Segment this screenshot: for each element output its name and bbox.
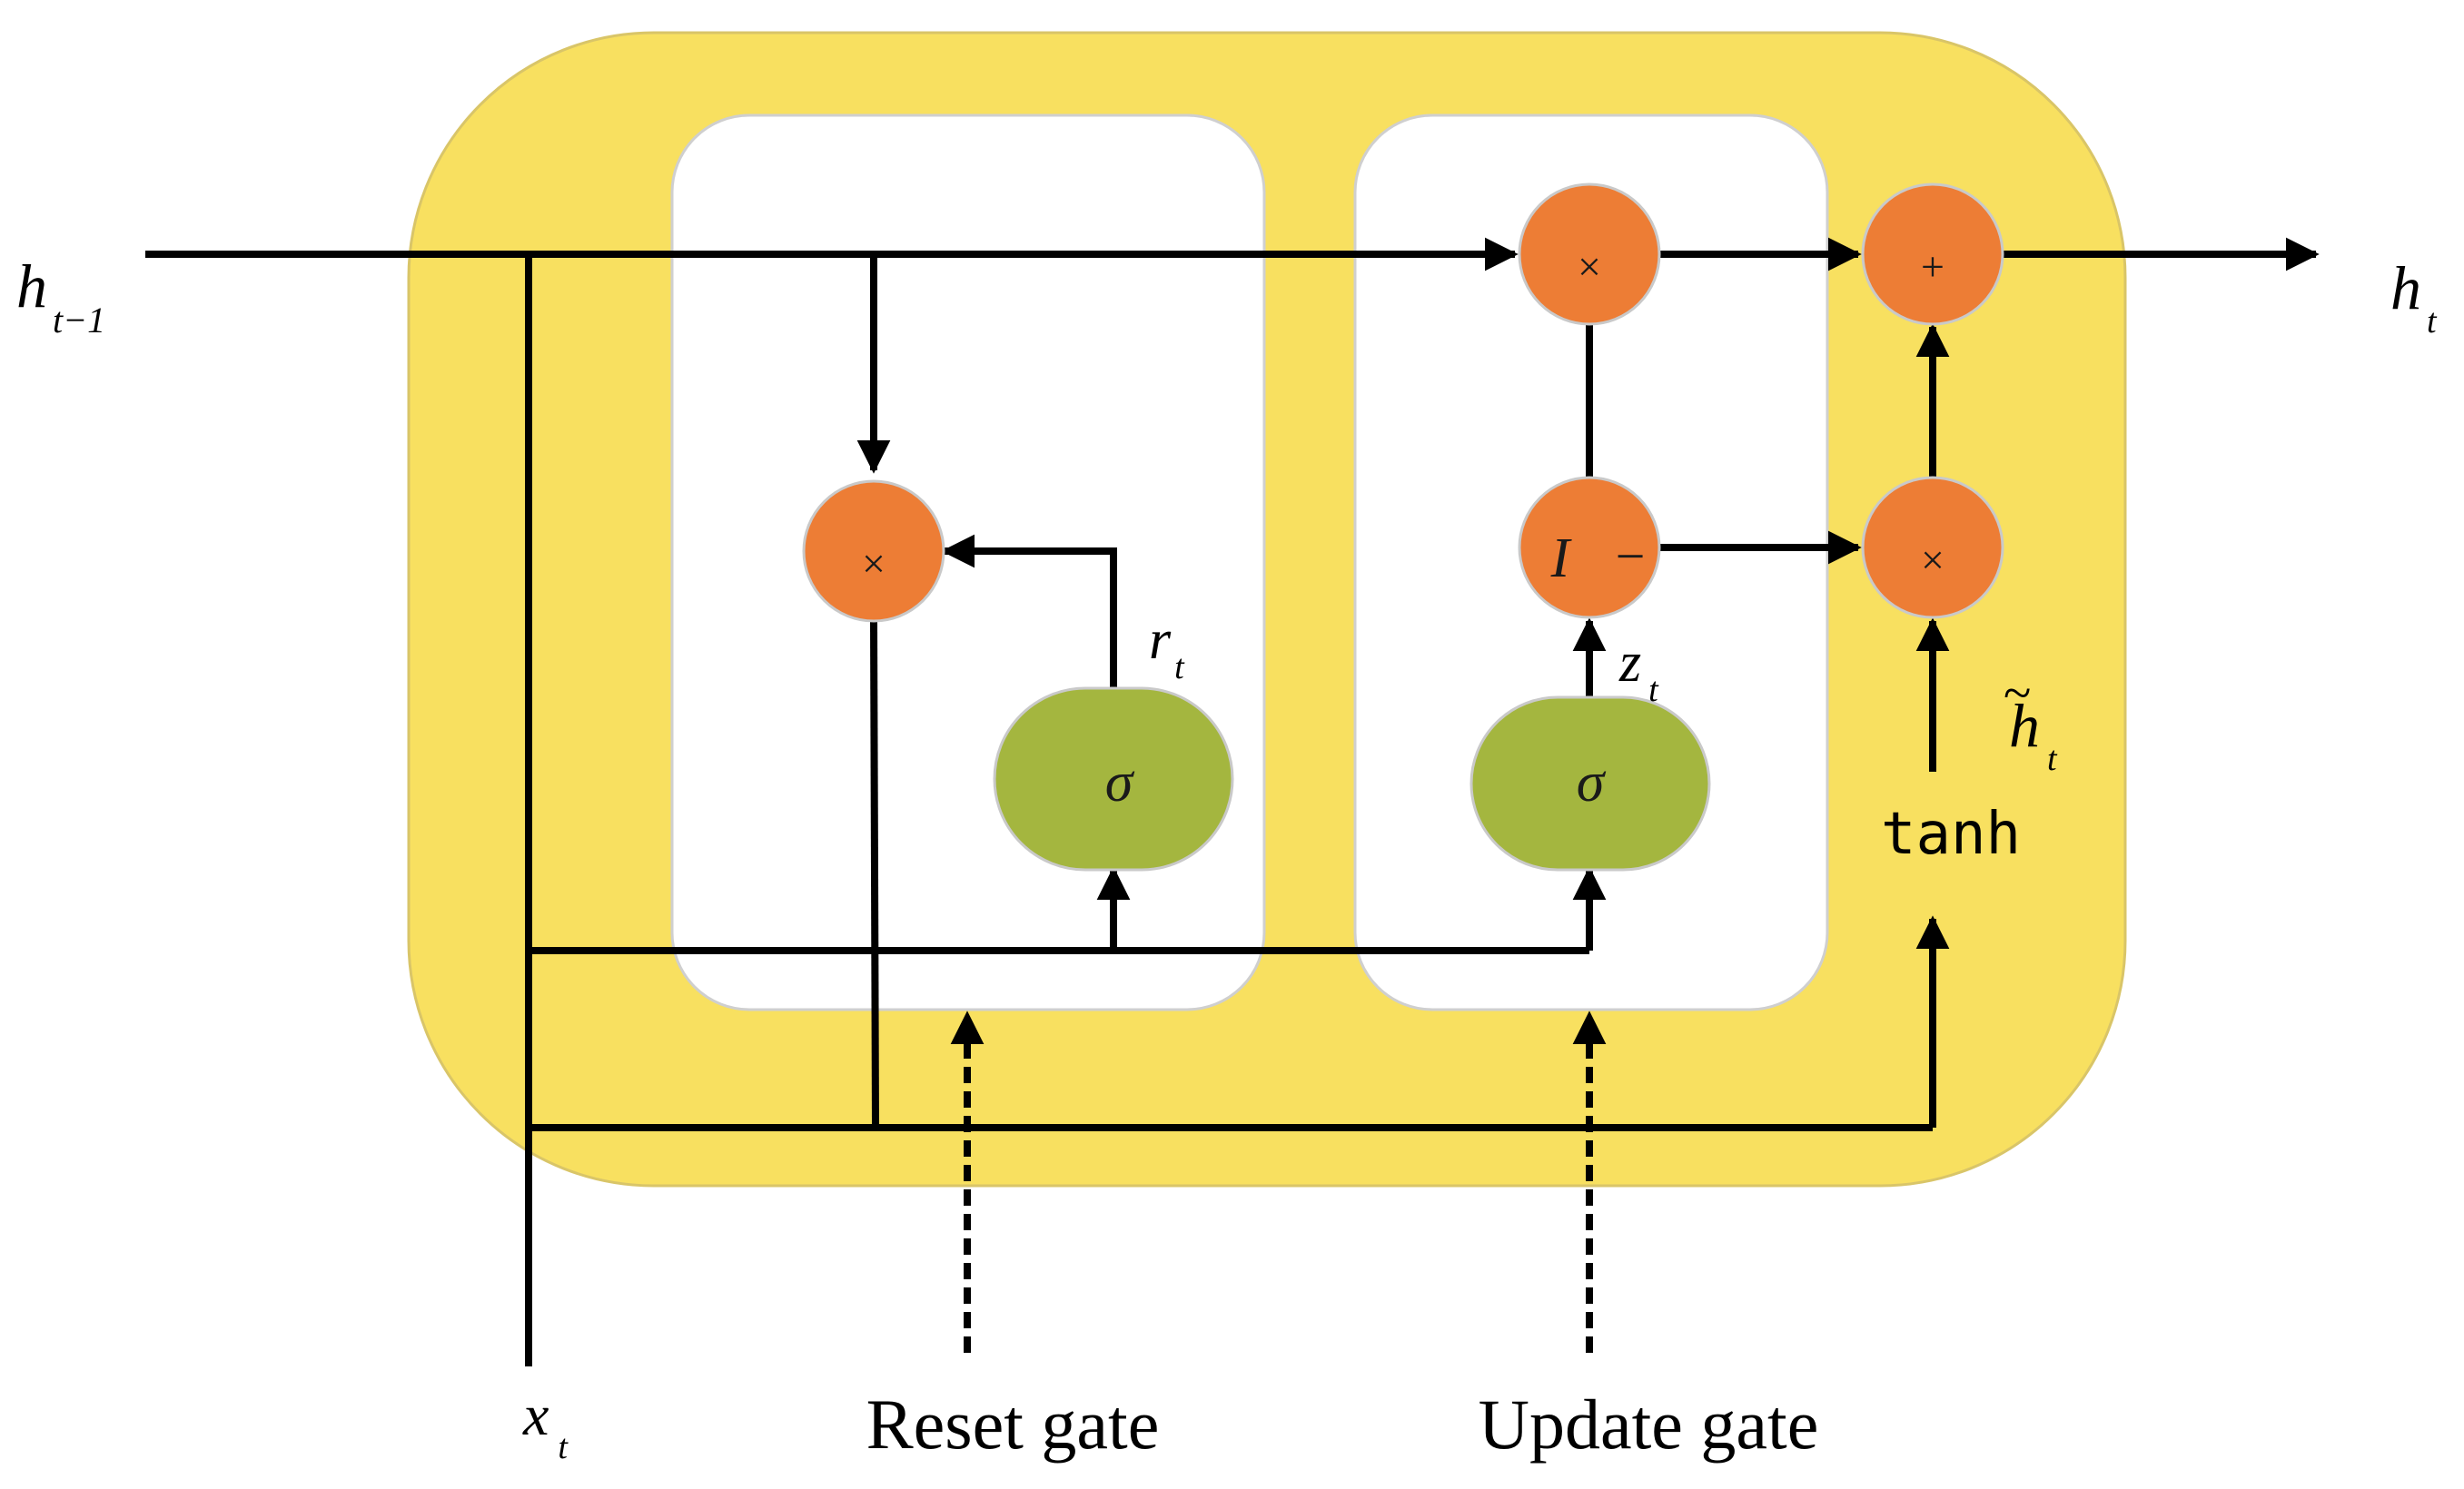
tanh-label: tanh [1881, 801, 2021, 868]
candidate-multiply-symbol: × [1921, 537, 1944, 583]
h-prev-sub: t−1 [53, 300, 105, 340]
reset-gate-box [670, 113, 1266, 1011]
h-out-sub: t [2427, 302, 2438, 340]
z-t-base: z [1618, 632, 1641, 694]
h-out-base: h [2390, 253, 2421, 322]
candidate-multiply-node [1861, 476, 2004, 619]
x-input-sub: t [558, 1428, 569, 1466]
reset-sigmoid-node [993, 686, 1234, 872]
top-multiply-node [1518, 182, 1661, 326]
h-tilde-sub: t [2047, 740, 2058, 778]
one-minus-one: I [1550, 528, 1573, 589]
r-t-base: r [1149, 609, 1172, 671]
reset-multiply-symbol: × [862, 540, 886, 587]
h-tilde-base: h [2009, 691, 2040, 760]
one-minus-node [1518, 476, 1661, 619]
reset-gate-label: Reset gate [866, 1385, 1160, 1464]
add-symbol: + [1921, 243, 1944, 290]
reset-mult-down-line [870, 619, 879, 1129]
reset-sigmoid-symbol: σ [1105, 752, 1135, 814]
gru-cell-block [407, 31, 2127, 1188]
update-sigmoid-symbol: σ [1577, 752, 1607, 814]
update-gate-label: Update gate [1479, 1385, 1819, 1464]
z-t-sub: t [1648, 671, 1659, 709]
one-minus-minus: − [1616, 527, 1646, 586]
top-multiply-symbol: × [1578, 243, 1601, 290]
h-tilde-mark: ~ [2004, 666, 2031, 722]
update-sigmoid-node [1469, 695, 1711, 872]
reset-multiply-node [802, 479, 945, 623]
x-input-base: x [522, 1383, 549, 1447]
h-prev-base: h [16, 251, 47, 320]
r-t-sub: t [1174, 648, 1185, 686]
add-node [1861, 182, 2004, 326]
r-t-line [941, 534, 1117, 688]
